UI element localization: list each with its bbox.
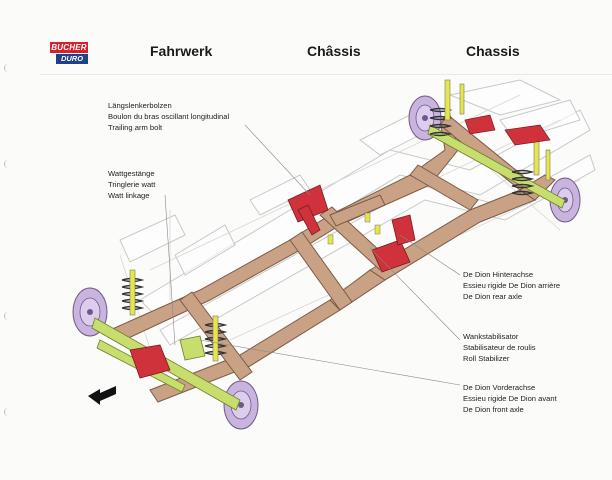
callout-line: De Dion Vorderachse [463,383,536,392]
callout-line: Essieu rigide De Dion arrière [463,281,561,290]
callout-line: Roll Stabilizer [463,354,510,363]
callout-leaders [164,124,461,386]
title-english: Chassis [466,43,520,59]
rear-axle [427,124,566,209]
callout-line: Längslenkerbolzen [108,101,172,110]
binder-hole [4,312,9,320]
header-divider [40,74,612,75]
binder-hole [4,408,9,416]
binder-hole [4,64,9,72]
callout-watt-linkage: Wattgestänge Tringlerie watt Watt linkag… [108,168,155,201]
trailing-arm-bracket [287,184,329,223]
frame-crossmember [409,164,479,211]
callout-front-axle: De Dion Vorderachse Essieu rigide De Dio… [463,382,557,415]
callout-trailing-arm-bolt: Längslenkerbolzen Boulon du bras oscilla… [108,100,229,133]
front-shock [129,269,136,316]
front-right-wheel [223,380,259,430]
rear-shock [444,79,451,121]
callout-line: De Dion front axle [463,405,524,414]
front-spring [121,277,228,356]
callout-line: Wattgestänge [108,169,155,178]
stabilizer-bracket [371,239,411,273]
title-german: Fahrwerk [150,43,213,59]
arrow-left-icon [88,386,116,405]
callout-line: Stabilisateur de roulis [463,343,536,352]
bucher-duro-logo: BUCHER DURO [50,42,88,66]
callout-line: Tringlerie watt [108,180,156,189]
callout-rear-axle: De Dion Hinterachse Essieu rigide De Dio… [463,269,560,302]
callout-line: Trailing arm bolt [108,123,163,132]
callout-roll-stabilizer: Wankstabilisator Stabilisateur de roulis… [463,331,536,364]
callout-line: De Dion rear axle [463,292,523,301]
frame-crossmember [289,231,353,311]
callout-line: Essieu rigide De Dion avant [463,394,557,403]
front-shock [212,315,219,362]
binder-hole [4,160,9,168]
callout-line: Watt linkage [108,191,150,200]
front-bracket [129,344,171,379]
rear-shock [533,139,540,176]
logo-line1: BUCHER [50,42,88,53]
callout-line: Wankstabilisator [463,332,519,341]
title-french: Châssis [307,43,361,59]
callout-line: Boulon du bras oscillant longitudinal [108,112,230,121]
callout-line: De Dion Hinterachse [463,270,534,279]
logo-line2: DURO [56,54,88,64]
rear-bracket [504,124,551,146]
